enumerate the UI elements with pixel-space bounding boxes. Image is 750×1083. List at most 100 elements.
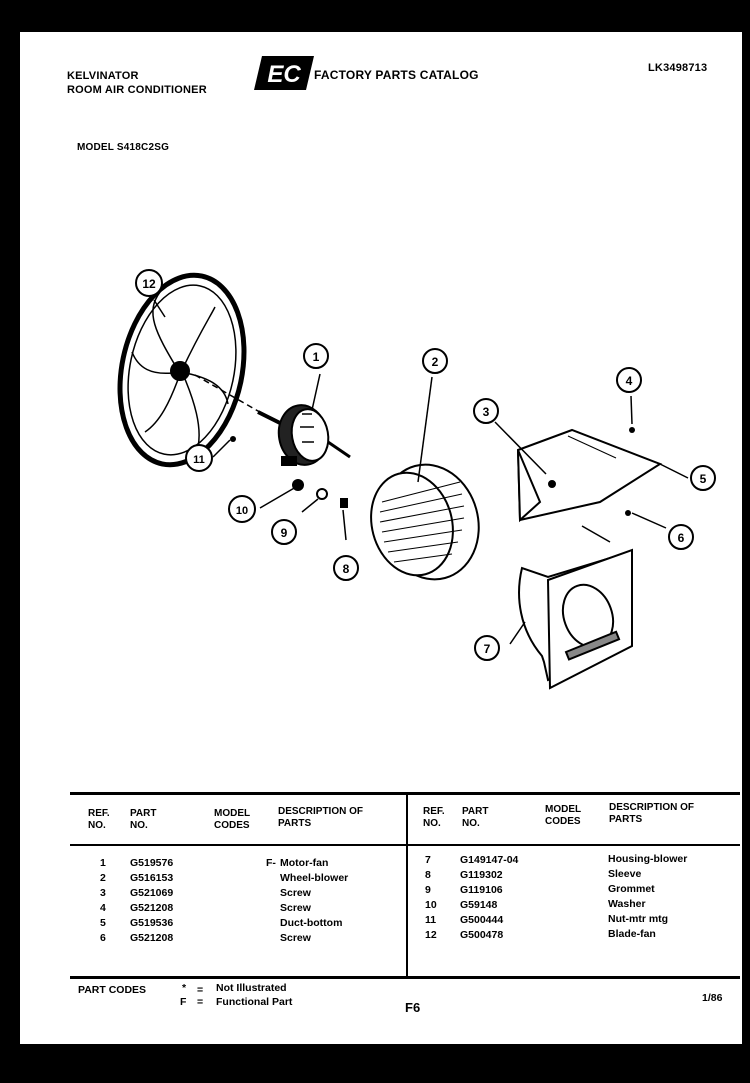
fan-blade bbox=[117, 272, 247, 468]
part-number: G521208 bbox=[130, 902, 174, 914]
svg-text:7: 7 bbox=[484, 642, 491, 656]
svg-text:4: 4 bbox=[626, 374, 633, 388]
catalog-page: KELVINATOR ROOM AIR CONDITIONER EC FACTO… bbox=[20, 32, 742, 1044]
table-row: 1 bbox=[100, 857, 106, 869]
table-row: 6 bbox=[100, 932, 106, 944]
table-bottom-rule bbox=[70, 976, 740, 979]
table-top-rule bbox=[70, 792, 740, 795]
part-description: Sleeve bbox=[608, 868, 642, 880]
part-number: G521208 bbox=[130, 932, 174, 944]
motor bbox=[257, 404, 351, 466]
sleeve bbox=[340, 498, 348, 508]
code1-meaning: Not Illustrated bbox=[216, 982, 287, 994]
nut bbox=[230, 436, 236, 442]
callout-6: 6 bbox=[668, 524, 694, 550]
part-codes-label: PART CODES bbox=[78, 984, 147, 996]
logo-text: EC bbox=[267, 61, 301, 88]
part-number: G119106 bbox=[460, 884, 503, 896]
part-description: Housing-blower bbox=[608, 853, 688, 865]
table-center-divider bbox=[406, 792, 408, 976]
svg-text:10: 10 bbox=[236, 505, 248, 517]
part-description: Screw bbox=[280, 887, 311, 899]
callout-5: 5 bbox=[690, 465, 716, 491]
svg-text:9: 9 bbox=[281, 526, 288, 540]
table-row: 7 bbox=[425, 854, 431, 866]
part-number: G521069 bbox=[130, 887, 174, 899]
code2-symbol: F bbox=[180, 996, 187, 1008]
code1-equals: = bbox=[197, 984, 204, 996]
svg-text:1: 1 bbox=[313, 350, 320, 364]
callout-7: 7 bbox=[474, 635, 500, 661]
model-code: F- bbox=[266, 857, 276, 869]
part-number: G119302 bbox=[460, 869, 503, 881]
duct-bottom bbox=[516, 428, 663, 523]
svg-text:6: 6 bbox=[678, 531, 685, 545]
header-description-left: DESCRIPTION OF PARTS bbox=[278, 806, 364, 829]
blower-housing bbox=[518, 525, 633, 690]
svg-text:11: 11 bbox=[193, 454, 205, 466]
part-description: Duct-bottom bbox=[280, 917, 343, 929]
screw bbox=[625, 510, 631, 516]
table-row: 9 bbox=[425, 884, 431, 896]
header-ref-no-right: REF. NO. bbox=[423, 806, 445, 829]
callout-11: 11 bbox=[185, 444, 213, 472]
part-number: G516153 bbox=[130, 872, 174, 884]
callout-9: 9 bbox=[271, 519, 297, 545]
header-ref-no-left: REF. NO. bbox=[88, 808, 110, 831]
callout-1: 1 bbox=[303, 343, 329, 369]
part-number: G500444 bbox=[460, 914, 504, 926]
part-description: Screw bbox=[280, 932, 311, 944]
part-number: G149147-04 bbox=[460, 854, 519, 866]
part-description: Nut-mtr mtg bbox=[608, 913, 669, 925]
callout-3: 3 bbox=[473, 398, 499, 424]
table-row: 4 bbox=[100, 902, 106, 914]
svg-text:3: 3 bbox=[483, 405, 490, 419]
washer bbox=[316, 488, 328, 500]
shaft-leader bbox=[194, 374, 266, 416]
table-row: 11 bbox=[425, 914, 437, 926]
callout-12: 12 bbox=[135, 269, 163, 297]
ec-logo-graphic: EC bbox=[254, 56, 314, 90]
ec-logo: EC bbox=[254, 56, 314, 90]
part-description: Screw bbox=[280, 902, 311, 914]
table-header-rule bbox=[70, 844, 740, 846]
code1-symbol: * bbox=[182, 982, 187, 994]
table-row: 2 bbox=[100, 872, 106, 884]
model-number: MODEL S418C2SG bbox=[77, 142, 170, 153]
header-part-no-left: PART NO. bbox=[130, 808, 157, 831]
screw-top bbox=[629, 427, 635, 433]
catalog-number: LK3498713 bbox=[648, 62, 708, 74]
callout-8: 8 bbox=[333, 555, 359, 581]
svg-text:2: 2 bbox=[432, 355, 439, 369]
code2-equals: = bbox=[197, 996, 204, 1008]
header-description-right: DESCRIPTION OF PARTS bbox=[609, 802, 695, 825]
svg-text:12: 12 bbox=[142, 277, 156, 291]
blower-wheel bbox=[370, 463, 480, 581]
callout-2: 2 bbox=[422, 348, 448, 374]
svg-text:8: 8 bbox=[343, 562, 350, 576]
part-number: G59148 bbox=[460, 899, 498, 911]
exploded-parts-diagram: 12 1 2 3 4 5 6 7 8 9 10 11 bbox=[117, 269, 716, 690]
part-description: Blade-fan bbox=[608, 928, 656, 940]
header-model-codes-right: MODEL CODES bbox=[545, 804, 581, 827]
table-row: 10 bbox=[425, 899, 437, 911]
callout-4: 4 bbox=[616, 367, 642, 393]
table-row: 8 bbox=[425, 869, 431, 881]
part-number: G519536 bbox=[130, 917, 174, 929]
part-description: Wheel-blower bbox=[280, 872, 349, 884]
header-part-no-right: PART NO. bbox=[462, 806, 489, 829]
callout-10: 10 bbox=[228, 495, 256, 523]
part-description: Washer bbox=[608, 898, 646, 910]
code2-meaning: Functional Part bbox=[216, 996, 293, 1008]
part-description: Grommet bbox=[608, 883, 655, 895]
table-row: 5 bbox=[100, 917, 106, 929]
table-row: 3 bbox=[100, 887, 106, 899]
part-number: G500478 bbox=[460, 929, 504, 941]
catalog-title: FACTORY PARTS CATALOG bbox=[314, 68, 479, 82]
grommet bbox=[292, 479, 304, 491]
table-row: 12 bbox=[425, 929, 437, 941]
part-number: G519576 bbox=[130, 857, 174, 869]
header-model-codes-left: MODEL CODES bbox=[214, 808, 250, 831]
brand-name: KELVINATOR bbox=[67, 70, 139, 82]
leader-lines bbox=[153, 299, 689, 645]
